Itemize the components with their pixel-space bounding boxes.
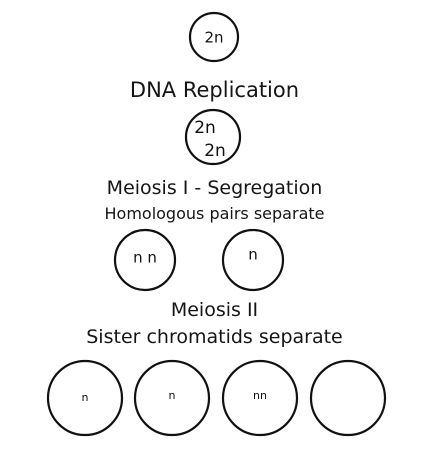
gamete-cell-2: n [133, 359, 211, 437]
meiosis-1-sublabel: Homologous pairs separate [104, 204, 325, 223]
meiosis-1-cell-right-outline [221, 228, 285, 292]
replicated-cell-label-top: 2n [194, 118, 216, 138]
gamete-cell-4-outline [309, 359, 387, 437]
replicated-cell-outline [184, 108, 242, 166]
meiosis-1-cell-right-label: n [248, 246, 258, 264]
gamete-cell-1-label: n [82, 391, 89, 404]
gamete-cell-3: nn [221, 359, 299, 437]
gamete-cell-3-outline [221, 359, 299, 437]
gamete-cell-4 [309, 359, 387, 437]
parent-cell-label: 2n [204, 29, 223, 47]
gamete-cell-1: n [46, 359, 124, 437]
gamete-cell-2-label: n [169, 389, 176, 402]
meiosis-2-label: Meiosis II [170, 299, 259, 321]
gamete-cell-1-outline [46, 359, 124, 437]
gamete-cell-2-outline [133, 359, 211, 437]
meiosis-1-cell-right: n [221, 228, 285, 292]
replicated-cell: 2n 2n [184, 108, 242, 166]
meiosis-2-sublabel: Sister chromatids separate [86, 326, 343, 348]
meiosis-1-cell-left-label: n n [133, 249, 157, 267]
gamete-cell-3-label: nn [253, 389, 267, 402]
replicated-cell-label-bottom: 2n [204, 141, 226, 161]
meiosis-1-cell-left: n n [113, 228, 177, 292]
meiosis-1-label: Meiosis I - Segregation [106, 177, 323, 199]
replication-label: DNA Replication [129, 78, 300, 102]
parent-cell: 2n [188, 11, 240, 63]
meiosis-1-cell-left-outline [113, 228, 177, 292]
parent-cell-outline [188, 11, 240, 63]
